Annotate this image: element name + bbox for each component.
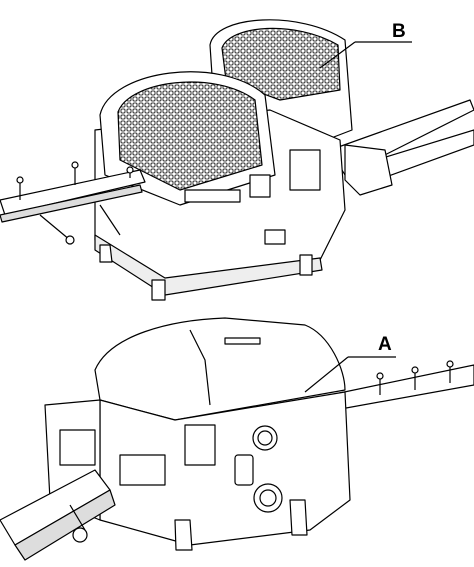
top-machine-view bbox=[0, 19, 474, 301]
rear-grid-cover bbox=[221, 27, 341, 101]
callout-b bbox=[319, 41, 412, 69]
callout-a bbox=[304, 356, 396, 393]
front-grid-cover bbox=[117, 81, 263, 191]
callout-label-b: B bbox=[392, 21, 406, 42]
bottom-machine-view bbox=[0, 317, 474, 561]
callout-label-a: A bbox=[378, 334, 392, 355]
